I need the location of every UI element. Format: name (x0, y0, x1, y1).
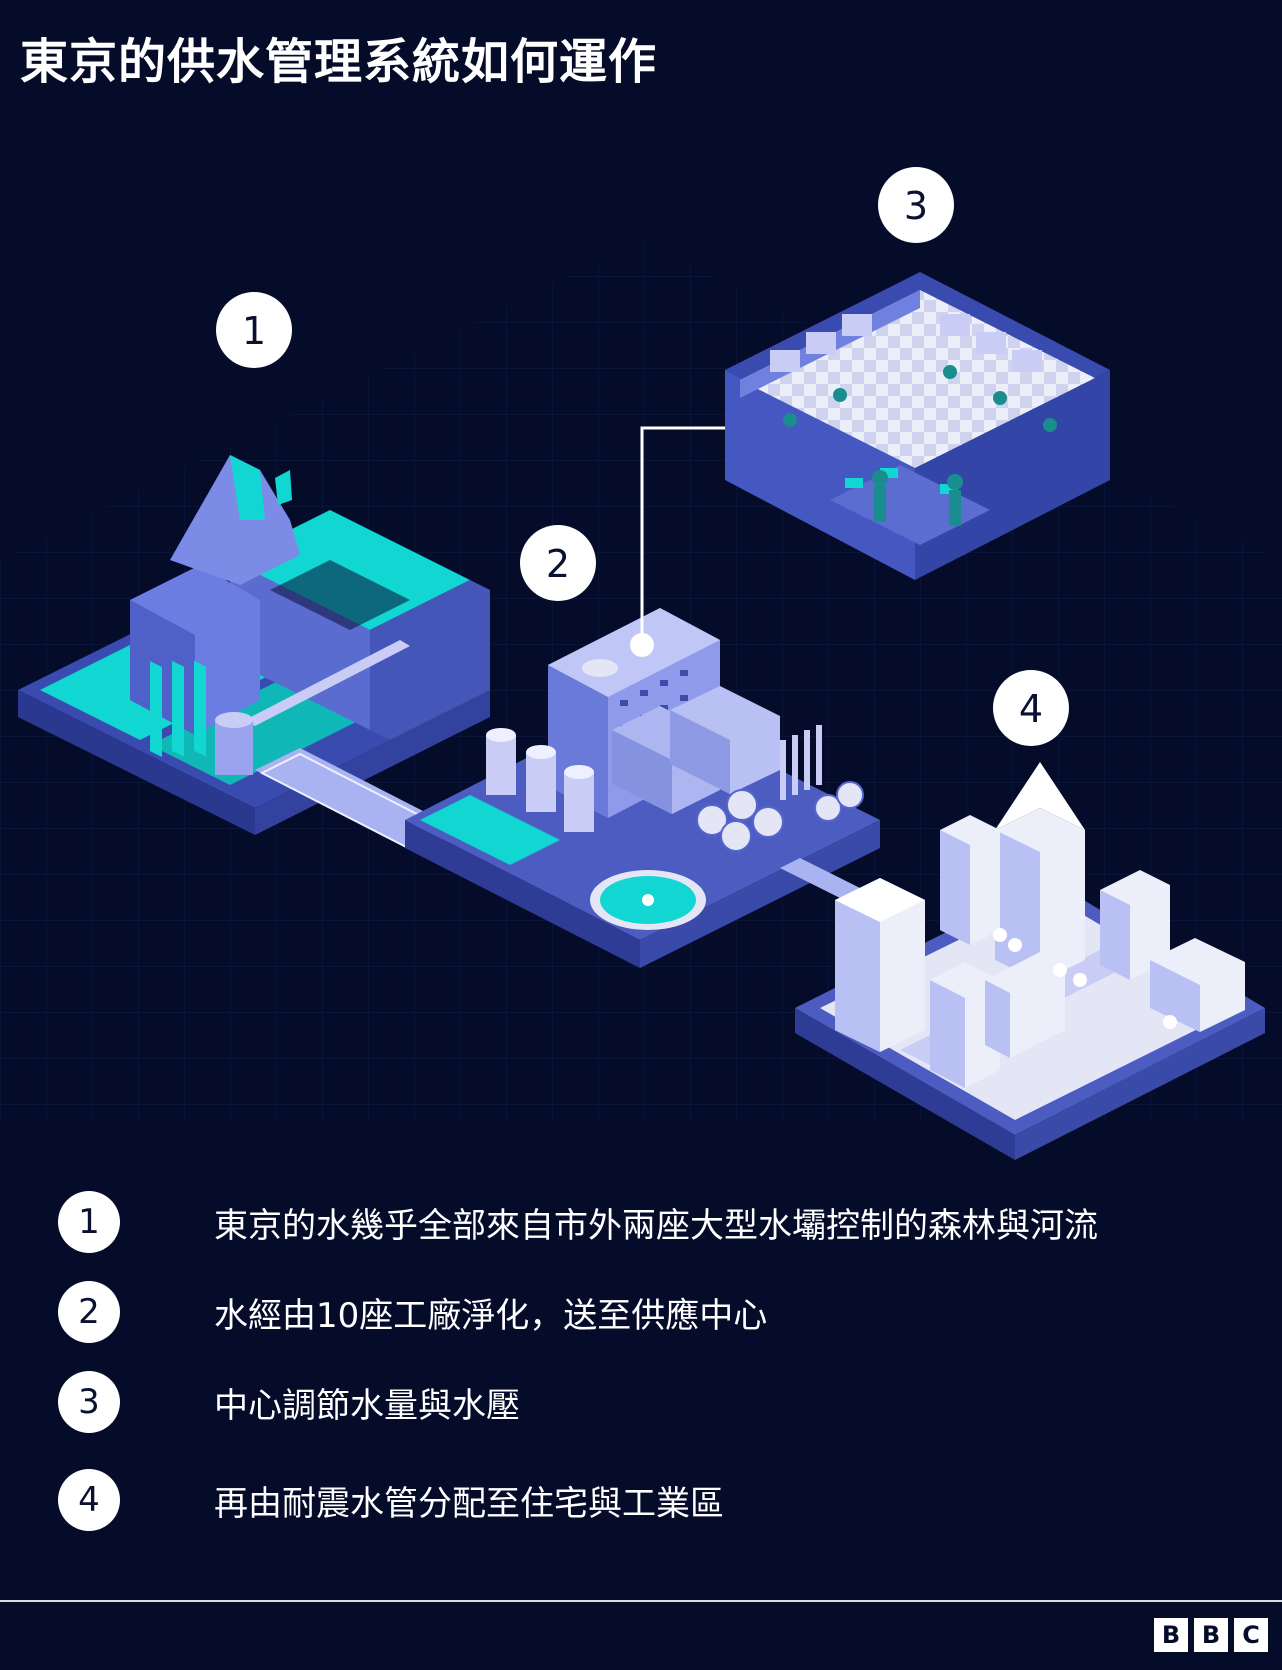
svg-text:2: 2 (546, 542, 570, 586)
treatment-plant-illustration (405, 608, 880, 968)
marker-2: 2 (520, 525, 596, 601)
svg-text:3: 3 (904, 184, 928, 228)
page-title: 東京的供水管理系統如何運作 (20, 34, 658, 90)
legend-text-3: 中心調節水量與水壓 (214, 1385, 520, 1426)
legend-text-4: 再由耐震水管分配至住宅與工業區 (214, 1483, 724, 1524)
spillway-group (150, 660, 206, 758)
logo-letter-b1: B (1154, 1618, 1188, 1652)
dam-illustration (18, 455, 490, 853)
logo-letter-c: C (1234, 1618, 1268, 1652)
connector-line (640, 426, 725, 640)
bbc-logo: B B C (1154, 1618, 1268, 1652)
legend-text-1: 東京的水幾乎全部來自市外兩座大型水壩控制的森林與河流 (214, 1205, 1098, 1246)
legend-item-3: 3 中心調節水量與水壓 (58, 1370, 1258, 1434)
legend-item-4: 4 再由耐震水管分配至住宅與工業區 (58, 1468, 1258, 1532)
svg-text:4: 4 (1019, 687, 1043, 731)
legend-item-2: 2 水經由10座工廠淨化，送至供應中心 (58, 1280, 1258, 1344)
marker-4: 4 (993, 670, 1069, 746)
legend-text-2: 水經由10座工廠淨化，送至供應中心 (214, 1295, 768, 1336)
marker-3: 3 (878, 167, 954, 243)
building-group (835, 762, 1245, 1088)
marker-1: 1 (216, 292, 292, 368)
water-system-illustration: 1 2 3 4 (0, 167, 1282, 1160)
footer-divider (0, 1600, 1282, 1602)
control-center-illustration (725, 272, 1110, 580)
logo-letter-b2: B (1194, 1618, 1228, 1652)
city-illustration (795, 762, 1265, 1160)
svg-text:1: 1 (242, 309, 266, 353)
legend-number-2: 2 (58, 1281, 120, 1343)
legend-number-4: 4 (58, 1469, 120, 1531)
legend-number-1: 1 (58, 1191, 120, 1253)
legend-number-3: 3 (58, 1371, 120, 1433)
legend-item-1: 1 東京的水幾乎全部來自市外兩座大型水壩控制的森林與河流 (58, 1190, 1258, 1254)
tank-group (486, 728, 594, 832)
